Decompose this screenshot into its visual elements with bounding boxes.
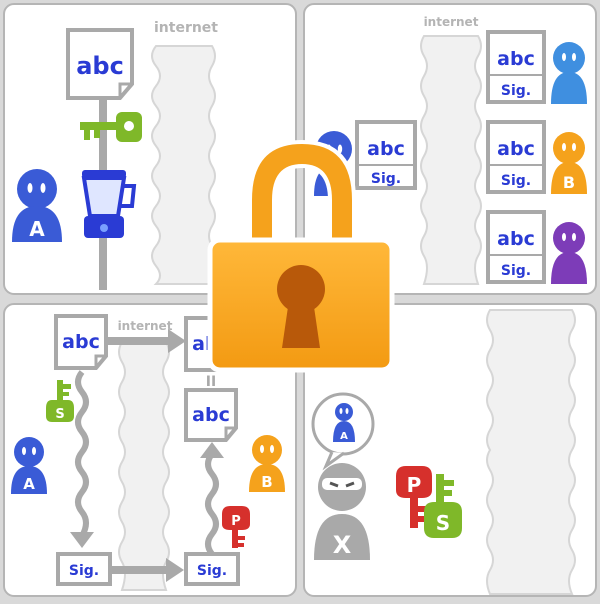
document-abc-decrypted: abc <box>184 388 238 442</box>
signed-document: abc Sig. <box>486 120 546 194</box>
key-s-letter: S <box>55 407 64 422</box>
attacker-x: X <box>314 463 370 560</box>
sig-text: Sig. <box>197 563 227 579</box>
thought-letter: A <box>340 431 348 442</box>
doc-text: abc <box>62 331 100 353</box>
person-b: B <box>551 132 587 194</box>
blender-icon <box>81 170 137 238</box>
signed-document: abc Sig. <box>486 30 546 104</box>
internet-channel <box>118 341 170 591</box>
internet-label: internet <box>424 15 479 29</box>
public-key-icon: P <box>396 466 432 528</box>
document-abc: abc <box>66 28 134 100</box>
person-a-letter: A <box>23 475 35 493</box>
doc-sig: Sig. <box>501 173 531 189</box>
arrowhead-up <box>200 442 224 458</box>
person-b-letter: B <box>261 473 272 491</box>
public-key-icon: P <box>222 506 250 548</box>
doc-text: abc <box>497 138 535 160</box>
doc-text: abc <box>367 138 405 160</box>
person-purple <box>551 222 587 284</box>
doc-text: abc <box>192 404 230 426</box>
signed-document: abc Sig. <box>486 210 546 284</box>
equals-sign: II <box>206 374 216 390</box>
doc-text: abc <box>497 228 535 250</box>
attacker-letter: X <box>333 531 352 559</box>
doc-text: abc <box>497 48 535 70</box>
wavy-arrow-up <box>205 452 219 556</box>
document-text: abc <box>76 52 124 80</box>
signature-box-right: Sig. <box>184 552 240 586</box>
internet-label: internet <box>118 319 173 333</box>
key-s-letter: S <box>436 511 450 535</box>
doc-sig: Sig. <box>501 263 531 279</box>
arrow-bottom <box>112 558 184 582</box>
top-left-group: internet abc <box>12 20 218 290</box>
wavy-arrow-down <box>75 370 89 538</box>
signature-box-left: Sig. <box>56 552 112 586</box>
key-p-letter: P <box>407 473 422 497</box>
arrowhead-down <box>70 532 94 548</box>
doc-sig: Sig. <box>501 83 531 99</box>
person-a-letter: A <box>29 217 45 241</box>
secret-key-icon: S <box>46 380 74 422</box>
bottom-right-group: A X P S <box>311 309 576 595</box>
arrow-top <box>108 329 186 353</box>
person-b-letter: B <box>563 173 575 192</box>
internet-channel <box>151 45 216 285</box>
signed-document: abc Sig. <box>355 120 417 190</box>
thought-bubble: A <box>311 392 375 471</box>
person-a: A <box>12 169 62 242</box>
internet-channel <box>420 35 482 285</box>
sig-text: Sig. <box>69 563 99 579</box>
person-b: B <box>249 435 285 492</box>
doc-sig: Sig. <box>371 171 401 187</box>
internet-label: internet <box>154 20 218 36</box>
secret-key-icon: S <box>424 474 462 538</box>
green-key-icon <box>80 112 142 142</box>
internet-channel <box>486 309 576 595</box>
person-a: A <box>11 437 47 494</box>
document-abc: abc <box>54 314 108 370</box>
person-light-blue <box>551 42 587 104</box>
padlock-icon <box>207 139 395 373</box>
key-p-letter: P <box>231 514 241 529</box>
bottom-left-group: internet abc abc II <box>11 314 285 591</box>
